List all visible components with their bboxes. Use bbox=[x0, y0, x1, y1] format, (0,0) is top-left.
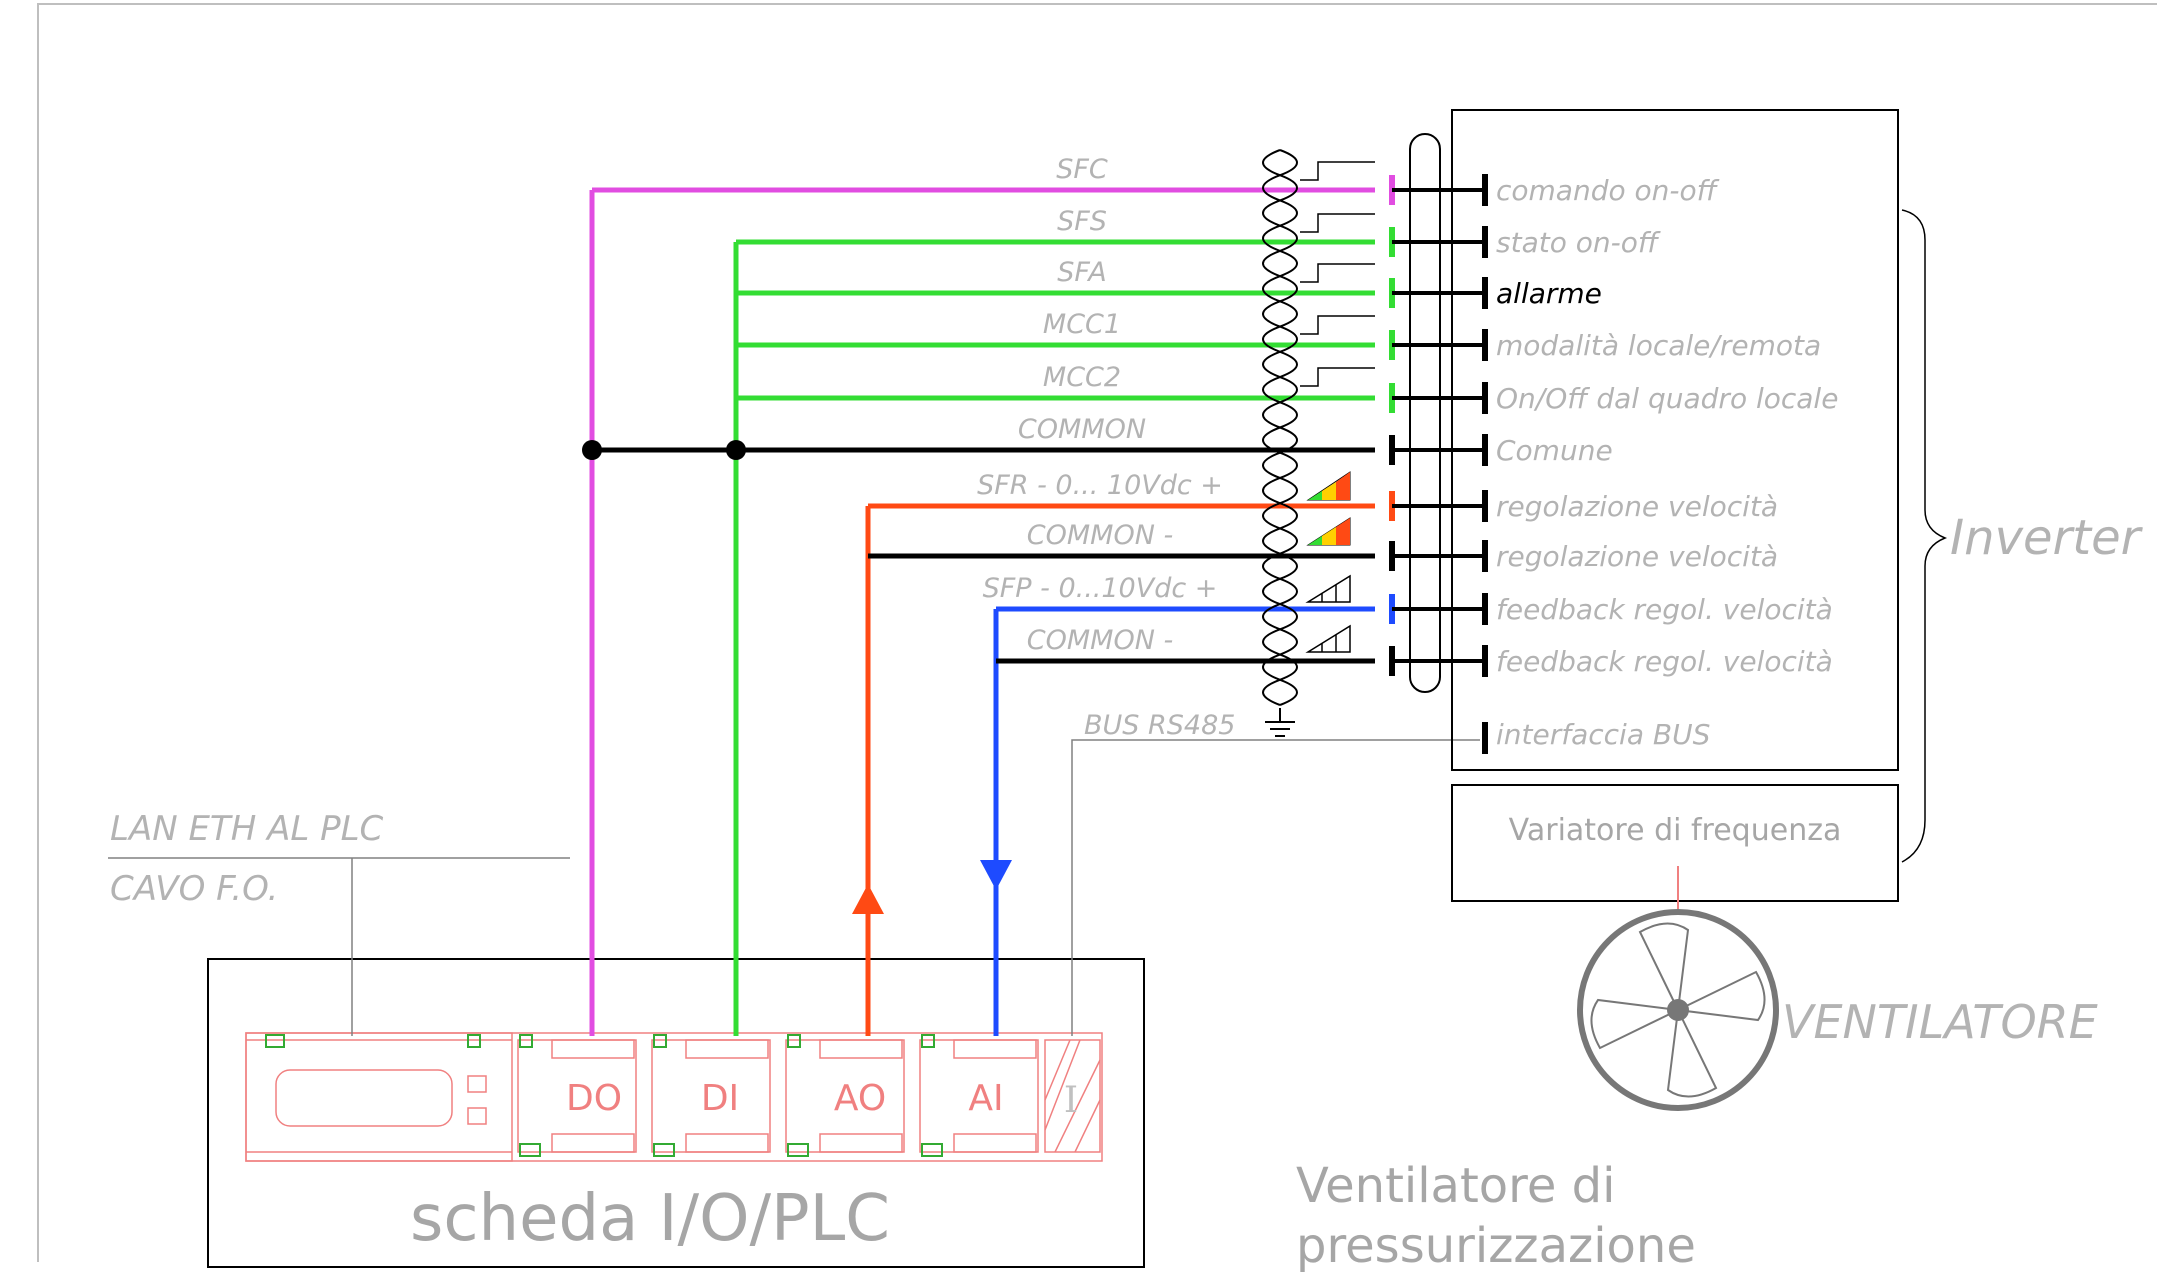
terminal-label-7: regolazione velocità bbox=[1496, 540, 1778, 573]
plc-title: scheda I/O/PLC bbox=[410, 1182, 890, 1256]
terminal-label-9: feedback regol. velocità bbox=[1496, 645, 1833, 678]
shield-drain-leader bbox=[1300, 213, 1375, 233]
terminal-block: comando on-off stato on-off allarme modalit… bbox=[1389, 174, 1838, 678]
terminal-label-4: On/Off dal quadro locale bbox=[1496, 382, 1838, 415]
shield-drain-leader bbox=[1300, 367, 1375, 387]
plc-module-DO: DO bbox=[566, 1078, 622, 1119]
lan-label: LAN ETH AL PLC bbox=[110, 809, 384, 849]
signal-label-3: MCC1 bbox=[1043, 309, 1121, 340]
fan-icon bbox=[1577, 909, 1779, 1111]
ground-icon bbox=[1265, 708, 1295, 737]
fan-label: VENTILATORE bbox=[1782, 995, 2098, 1049]
junction-dot bbox=[726, 440, 746, 460]
terminal-label-3: modalità locale/remota bbox=[1496, 329, 1821, 362]
signal-level-icon bbox=[1305, 574, 1351, 603]
terminal-strip bbox=[1409, 133, 1441, 693]
plc-box bbox=[207, 958, 1145, 1268]
signal-level-icon bbox=[1306, 517, 1351, 546]
signal-label-4: MCC2 bbox=[1043, 362, 1121, 393]
plc-module-DI: DI bbox=[701, 1078, 739, 1119]
signal-level-icon bbox=[1306, 471, 1351, 501]
signal-label-9: COMMON - bbox=[1027, 625, 1173, 656]
signal-label-2: SFA bbox=[1057, 257, 1107, 288]
plc-module-AI: AI bbox=[968, 1078, 1003, 1119]
plc-green-connectors bbox=[265, 1034, 943, 1157]
page-border bbox=[37, 3, 2157, 1262]
junction-dot bbox=[582, 440, 602, 460]
shield-drain-leader bbox=[1300, 263, 1375, 283]
signal-label-5: COMMON bbox=[1018, 414, 1146, 445]
signal-label-0: SFC bbox=[1056, 154, 1108, 185]
terminal-label-6: regolazione velocità bbox=[1496, 490, 1778, 523]
signal-label-7: COMMON - bbox=[1027, 520, 1173, 551]
shield-drain-leader bbox=[1300, 315, 1375, 335]
signal-level-icon bbox=[1305, 624, 1351, 653]
terminal-label-5: Comune bbox=[1496, 434, 1613, 467]
plc-module-I: I bbox=[1064, 1080, 1078, 1121]
fiber-label: CAVO F.O. bbox=[110, 869, 278, 909]
bus-line bbox=[1071, 739, 1480, 1036]
inverter-box bbox=[1451, 109, 1899, 771]
variator-label: Variatore di frequenza bbox=[1509, 813, 1842, 848]
caption-line1: Ventilatore di bbox=[1296, 1158, 1615, 1214]
terminal-label-1: stato on-off bbox=[1496, 226, 1661, 259]
inverter-brace bbox=[1901, 209, 1948, 863]
variator-box bbox=[1451, 784, 1899, 902]
plc-rack bbox=[245, 1032, 1103, 1162]
terminal-label-2: allarme bbox=[1496, 277, 1602, 310]
bus-terminal-label: interfaccia BUS bbox=[1496, 718, 1710, 751]
bus-label: BUS RS485 bbox=[1084, 710, 1235, 741]
braid-strand bbox=[1262, 149, 1283, 706]
plc-module-AO: AO bbox=[834, 1078, 886, 1119]
shield-braid bbox=[1262, 149, 1375, 706]
arrow-down-ai bbox=[980, 860, 1012, 890]
terminal-label-8: feedback regol. velocità bbox=[1496, 593, 1833, 626]
arrow-up-ao bbox=[852, 884, 884, 914]
terminal-label-0: comando on-off bbox=[1496, 174, 1720, 207]
caption-line2: pressurizzazione bbox=[1296, 1218, 1696, 1273]
inverter-label: Inverter bbox=[1950, 510, 2144, 566]
signal-label-6: SFR - 0... 10Vdc + bbox=[977, 470, 1223, 501]
signal-label-1: SFS bbox=[1057, 206, 1107, 237]
signal-label-8: SFP - 0...10Vdc + bbox=[983, 573, 1218, 604]
shield-drain-leader bbox=[1300, 161, 1375, 181]
